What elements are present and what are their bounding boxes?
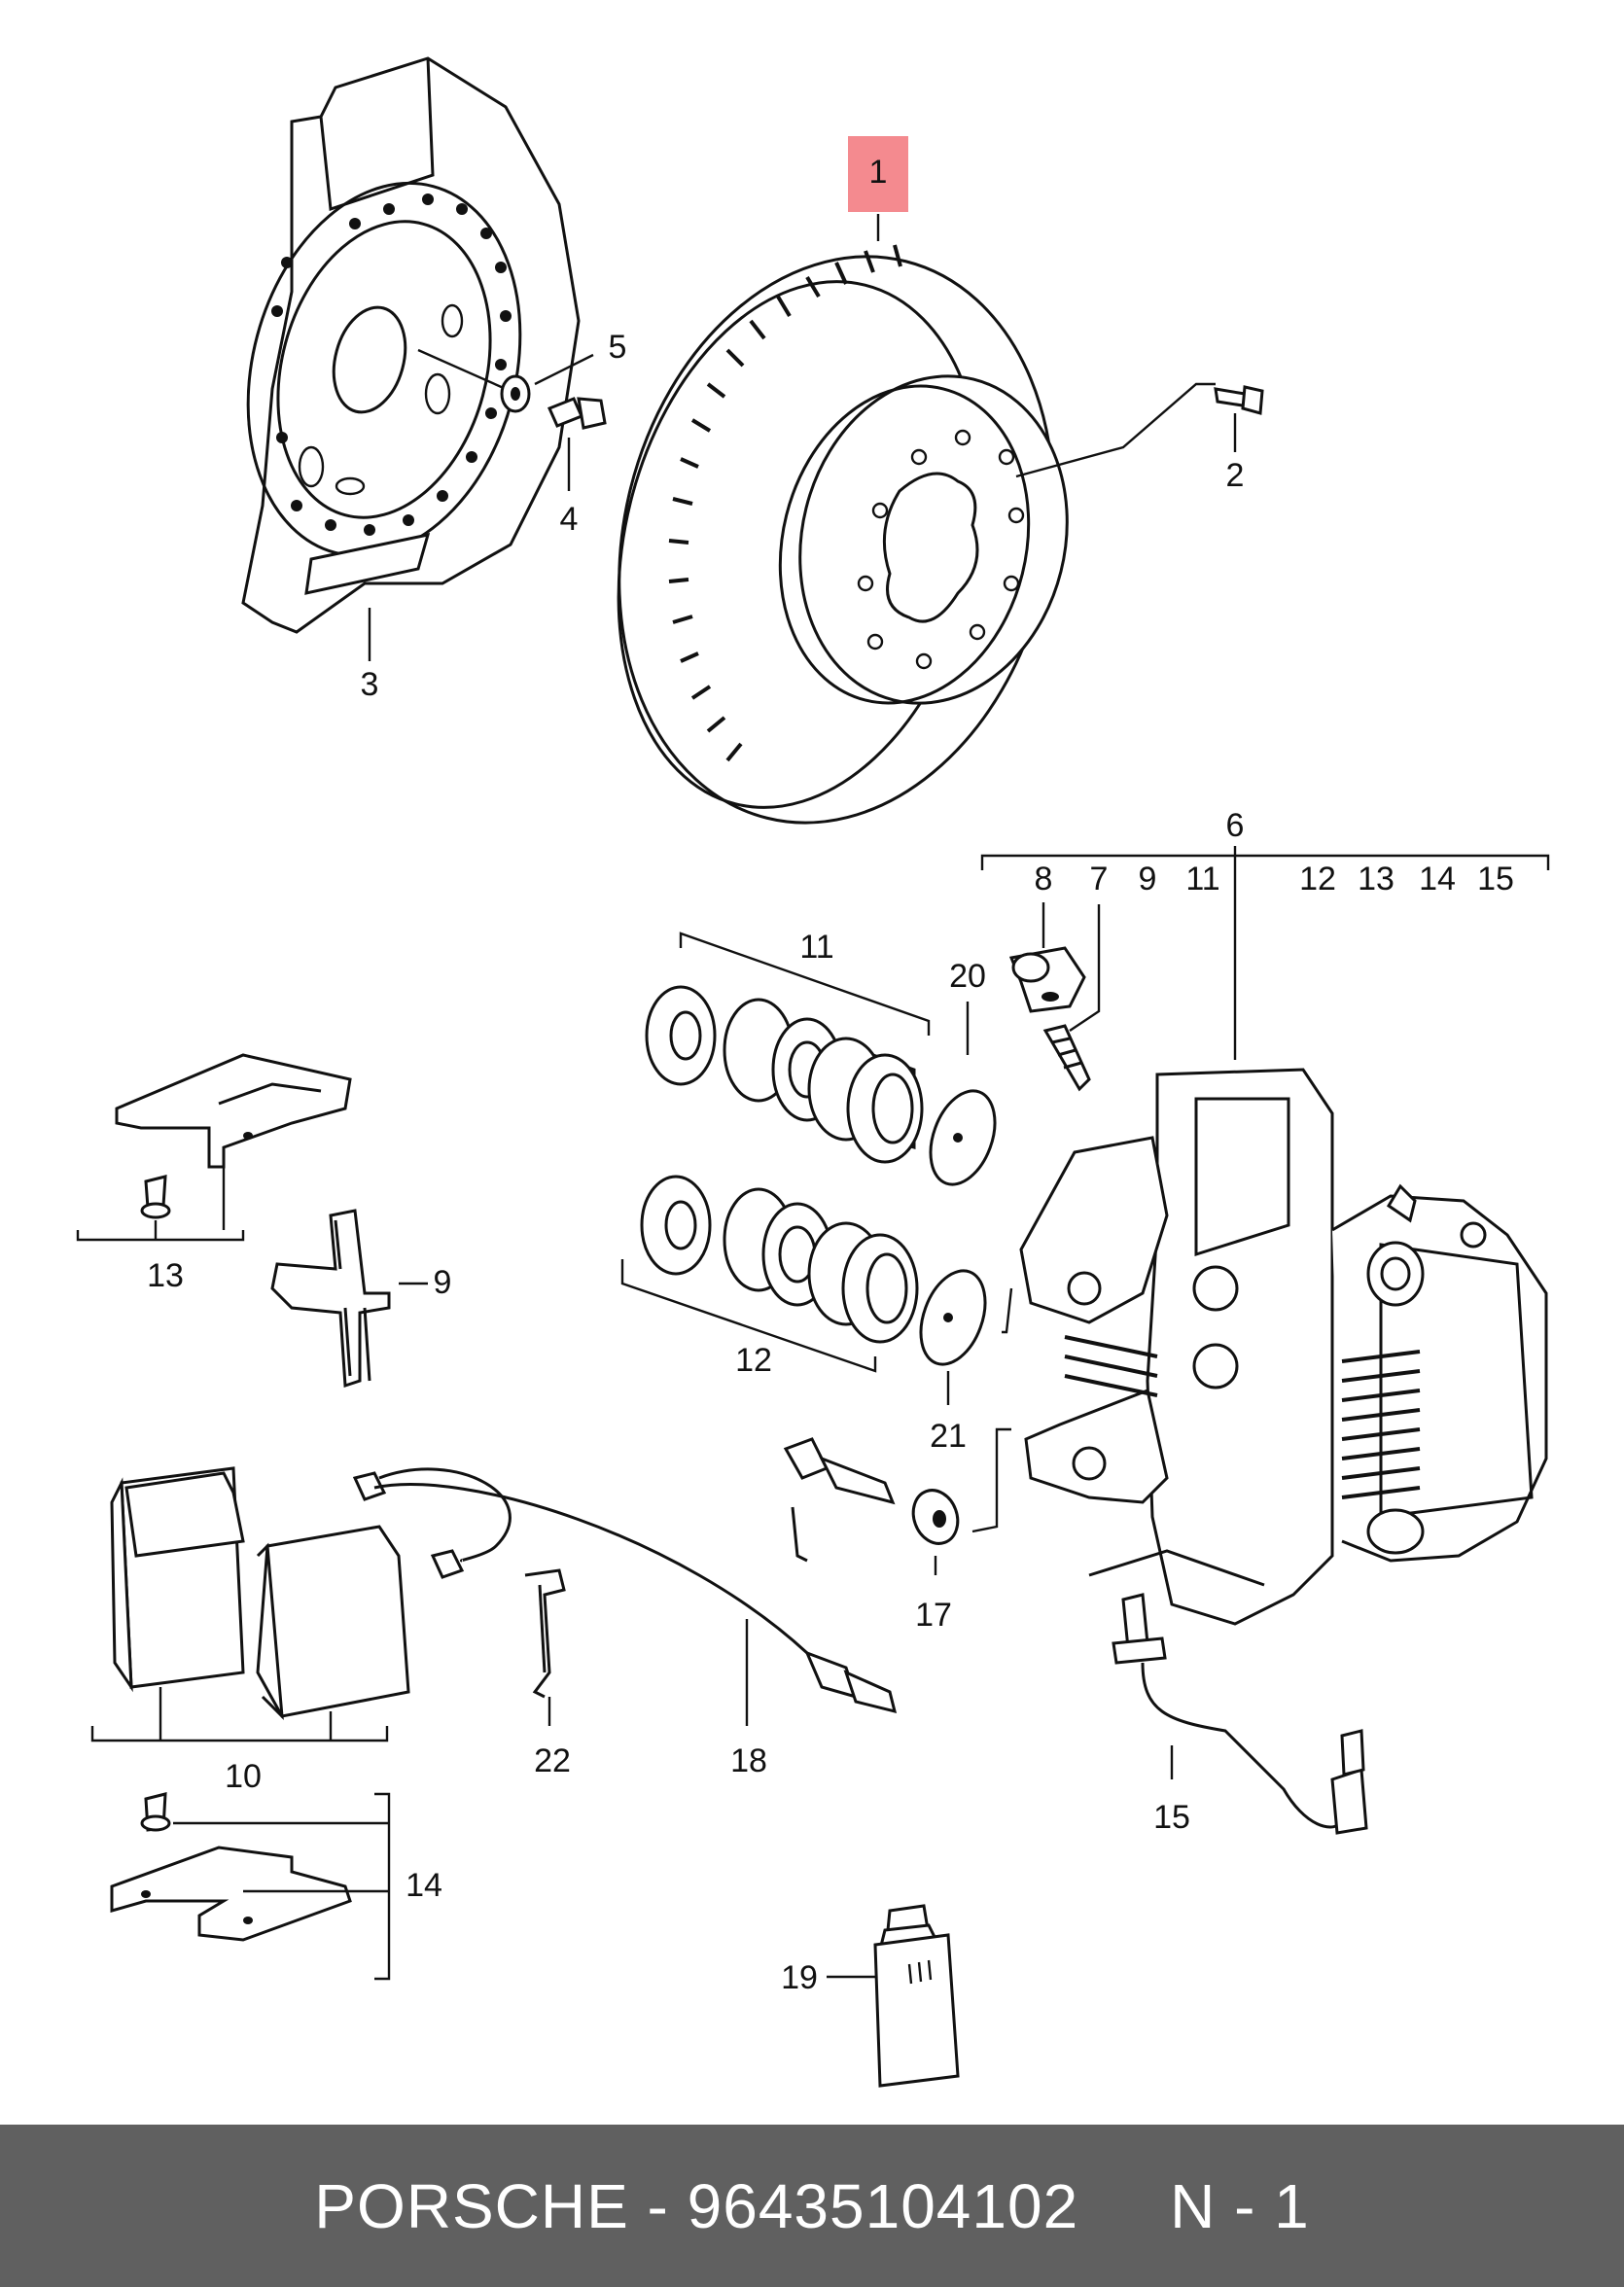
dust-shield-part-3 <box>241 56 581 634</box>
callout-13-left: 13 <box>147 1257 184 1294</box>
bleeder-cap-part-8 <box>1008 946 1086 1013</box>
callout-21: 21 <box>930 1418 967 1455</box>
screw-part-14 <box>140 1792 171 1832</box>
bolt-part-4 <box>547 397 607 430</box>
callout-2: 2 <box>1226 457 1245 494</box>
brake-disc-part-1 <box>617 244 1069 825</box>
brake-pads-part-10 <box>110 1466 410 1720</box>
screw-part-2 <box>1214 385 1264 415</box>
callout-14-top: 14 <box>1419 861 1456 897</box>
anti-rattle-plate-part-13 <box>115 1053 352 1169</box>
callout-19: 19 <box>781 1959 818 1996</box>
callout-11-group: 11 <box>799 929 833 966</box>
seal-rings-upper-part-11 <box>645 985 924 1164</box>
pin-bolt <box>783 1437 896 1563</box>
spreader-spring-part-9 <box>270 1209 391 1389</box>
footer-bar: PORSCHE - 96435104102 N - 1 <box>0 2125 1624 2287</box>
callout-6: 6 <box>1226 807 1245 844</box>
callout-15-lower: 15 <box>1153 1799 1190 1836</box>
screw-part-13 <box>140 1175 171 1219</box>
parts-diagram: 3 5 4 1 <box>76 56 1550 2088</box>
shim-part-20 <box>929 1089 997 1186</box>
callout-4: 4 <box>560 501 579 538</box>
wear-sensor-part-18 <box>352 1467 898 1714</box>
footer-part-number: PORSCHE - 96435104102 N - 1 <box>314 2170 1310 2241</box>
callout-8-top: 8 <box>1035 861 1053 897</box>
callout-14-left: 14 <box>406 1867 442 1904</box>
callout-18: 18 <box>730 1742 767 1779</box>
washer-part-17 <box>911 1489 960 1545</box>
callout-15-top: 15 <box>1477 861 1514 897</box>
sensor-clip-part-22 <box>524 1568 566 1699</box>
callout-20: 20 <box>949 958 986 995</box>
callout-22: 22 <box>534 1742 571 1779</box>
callout-17: 17 <box>915 1597 952 1634</box>
brake-line-part-15 <box>1112 1593 1368 1835</box>
seal-rings-lower-part-12 <box>640 1175 919 1344</box>
callout-10: 10 <box>225 1758 262 1795</box>
grease-tube-part-19 <box>873 1904 960 2088</box>
retaining-plate-part-14 <box>110 1846 352 1942</box>
highlight-box <box>848 136 908 212</box>
bleed-screw-part-7 <box>1042 1024 1091 1092</box>
washer-part-5 <box>417 348 594 413</box>
brake-caliper <box>1019 1068 1548 1626</box>
callout-9-left: 9 <box>434 1264 452 1301</box>
shim-part-21 <box>919 1269 987 1366</box>
callout-1: 1 <box>869 154 888 191</box>
callout-5: 5 <box>609 329 627 366</box>
callout-12-top: 12 <box>1299 861 1336 897</box>
callout-12-group: 12 <box>735 1342 772 1379</box>
callout-9-top: 9 <box>1139 861 1157 897</box>
callout-13-top: 13 <box>1358 861 1395 897</box>
callout-11-top: 11 <box>1185 861 1219 897</box>
callout-7-top: 7 <box>1090 861 1109 897</box>
callout-3: 3 <box>361 666 379 703</box>
